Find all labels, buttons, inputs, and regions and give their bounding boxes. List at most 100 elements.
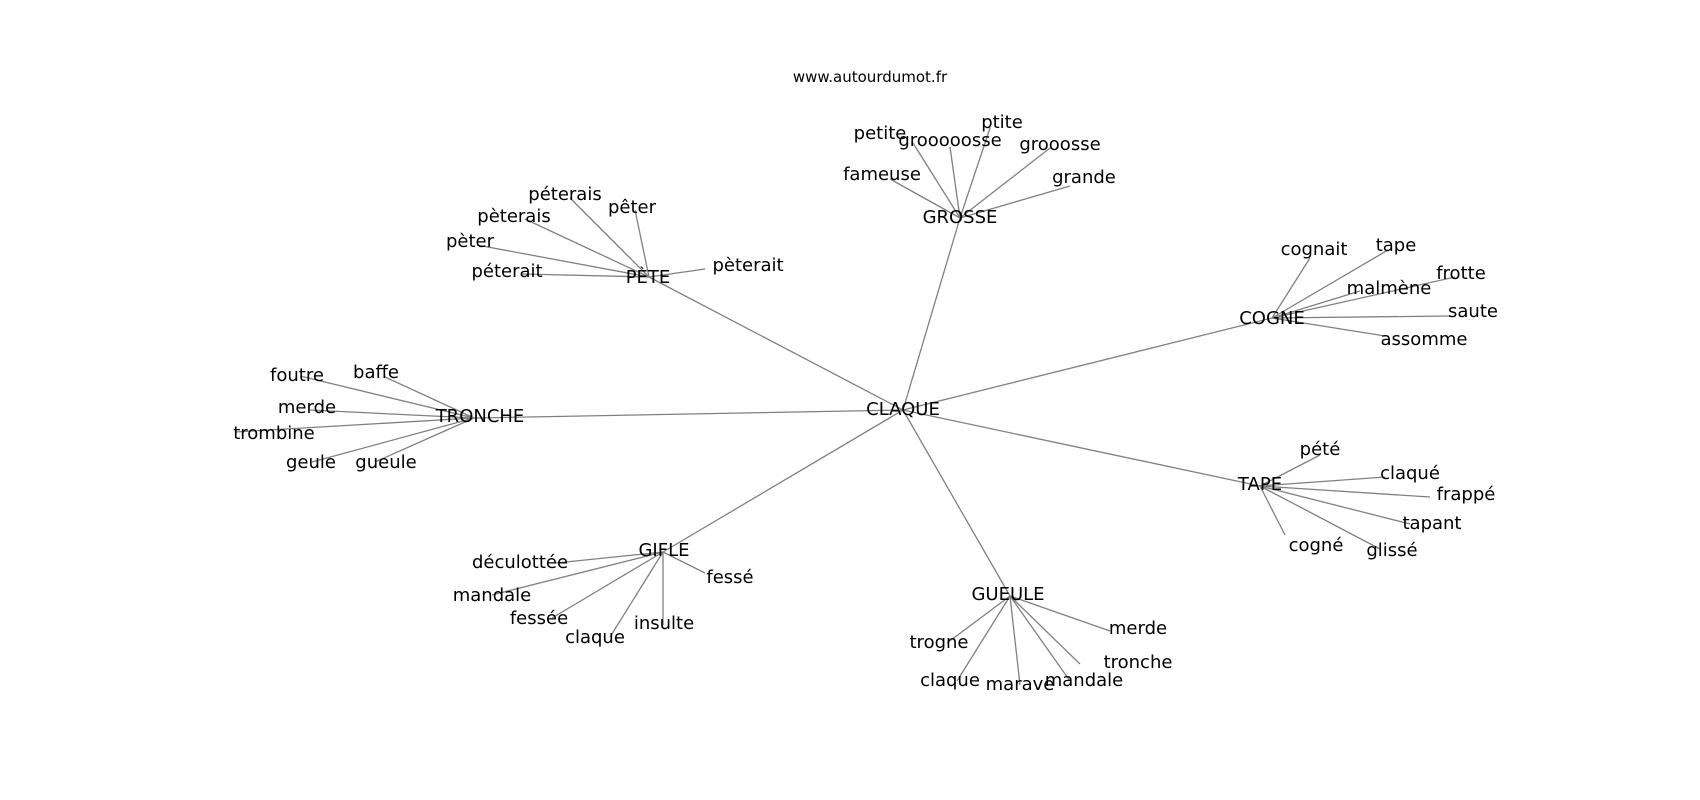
edge-hub-to-word (1259, 485, 1431, 498)
word-node: saute (1448, 301, 1498, 322)
edge-hub-to-word (1271, 276, 1456, 319)
hub-node: TRONCHE (435, 406, 525, 427)
word-node: grooosse (1019, 134, 1100, 155)
hub-node: GIFLE (638, 540, 689, 561)
word-node: glissé (1366, 540, 1417, 561)
edge-hub-to-word (889, 178, 961, 219)
edge-hub-to-word (1009, 595, 1071, 682)
word-node: frotte (1436, 263, 1486, 284)
hub-node: GROSSE (923, 207, 998, 228)
word-node: claque (920, 670, 980, 691)
edge-hub-to-word (946, 595, 1011, 644)
word-node: frappé (1437, 484, 1496, 505)
word-node: cognait (1281, 239, 1348, 260)
edge-hub-to-word (521, 273, 650, 278)
word-node: petite (854, 123, 907, 144)
edge-hub-to-word (309, 409, 475, 419)
edge-hub-to-word (634, 209, 650, 278)
edge-hub-to-word (551, 551, 664, 619)
word-node: péterais (528, 184, 601, 205)
word-node: claqué (1380, 463, 1440, 484)
word-node: tape (1376, 235, 1417, 256)
word-node: claque (565, 627, 625, 648)
hub-node: GUEULE (971, 584, 1044, 605)
edge-hub-to-word (1271, 317, 1386, 337)
edges-layer (234, 127, 1456, 686)
edge-hub-to-word (956, 595, 1011, 682)
word-node: ptite (981, 112, 1023, 133)
word-node: mandale (1045, 670, 1124, 691)
edge-hub-to-word (912, 142, 961, 219)
word-node: baffe (353, 362, 399, 383)
hub-node: PÈTE (626, 266, 671, 288)
edge-hub-to-word (1271, 249, 1389, 319)
word-node: pété (1300, 439, 1341, 460)
word-node: péterait (471, 261, 542, 282)
edge-center-to-hub (902, 317, 1273, 411)
edge-hub-to-word (1259, 485, 1381, 550)
edge-center-to-hub (902, 217, 961, 411)
word-node: gueule (355, 452, 416, 473)
word-node: malmène (1347, 278, 1432, 299)
word-node: tronche (1104, 652, 1173, 673)
hub-node: TAPE (1237, 474, 1282, 495)
word-node: pêter (608, 197, 657, 218)
edge-hub-to-word (648, 268, 706, 278)
word-node: assomme (1381, 329, 1468, 350)
word-node: fessé (706, 567, 753, 588)
edge-hub-to-word (1009, 595, 1021, 686)
word-node: mandale (453, 585, 532, 606)
edge-hub-to-word (1259, 454, 1321, 487)
edge-hub-to-word (1271, 257, 1311, 319)
edge-hub-to-word (1271, 315, 1451, 319)
edge-hub-to-word (374, 417, 475, 463)
edge-center-to-hub (902, 409, 1261, 487)
edge-hub-to-word (662, 551, 706, 574)
word-node: grooooosse (898, 130, 1001, 151)
edge-center-to-hub (648, 276, 904, 411)
word-node: grande (1052, 167, 1116, 188)
edge-hub-to-word (959, 147, 1051, 219)
edge-hub-to-word (555, 551, 664, 564)
edge-hub-to-word (949, 146, 961, 219)
edge-hub-to-word (299, 375, 475, 419)
edge-hub-to-word (959, 127, 991, 219)
word-node: marave (986, 674, 1055, 695)
site-label: www.autourdumot.fr (793, 68, 948, 86)
word-node: merde (278, 397, 336, 418)
word-node: pèterais (477, 206, 550, 227)
word-node: merde (1109, 618, 1167, 639)
word-node: pèterait (712, 255, 783, 276)
word-node: déculottée (472, 552, 568, 573)
word-node: cogné (1289, 535, 1344, 556)
edge-hub-to-word (476, 244, 650, 278)
edge-hub-to-word (569, 197, 650, 278)
hub-node: COGNE (1239, 308, 1305, 329)
edge-hub-to-word (311, 417, 475, 463)
edge-hub-to-word (959, 185, 1071, 219)
word-node: trombine (233, 423, 315, 444)
word-node: tapant (1402, 513, 1461, 534)
word-node: trogne (910, 632, 969, 653)
center-node: CLAQUE (866, 399, 940, 420)
edge-hub-to-word (1259, 485, 1411, 525)
edge-hub-to-word (609, 551, 664, 638)
edge-hub-to-word (524, 218, 650, 278)
word-node: fameuse (843, 164, 921, 185)
edge-center-to-hub (902, 409, 1011, 597)
edge-hub-to-word (1271, 290, 1361, 319)
edge-hub-to-word (1259, 476, 1386, 487)
edge-hub-to-word (384, 376, 475, 419)
edge-hub-to-word (1009, 595, 1111, 632)
word-node: insulte (634, 613, 694, 634)
edge-center-to-hub (473, 409, 904, 419)
word-node: fessée (510, 608, 568, 629)
edge-center-to-hub (662, 409, 904, 553)
word-node: foutre (270, 365, 324, 386)
edge-hub-to-word (491, 551, 664, 596)
edge-hub-to-word (234, 417, 475, 433)
edge-hub-to-word (1259, 485, 1286, 536)
word-node: geule (286, 452, 336, 473)
